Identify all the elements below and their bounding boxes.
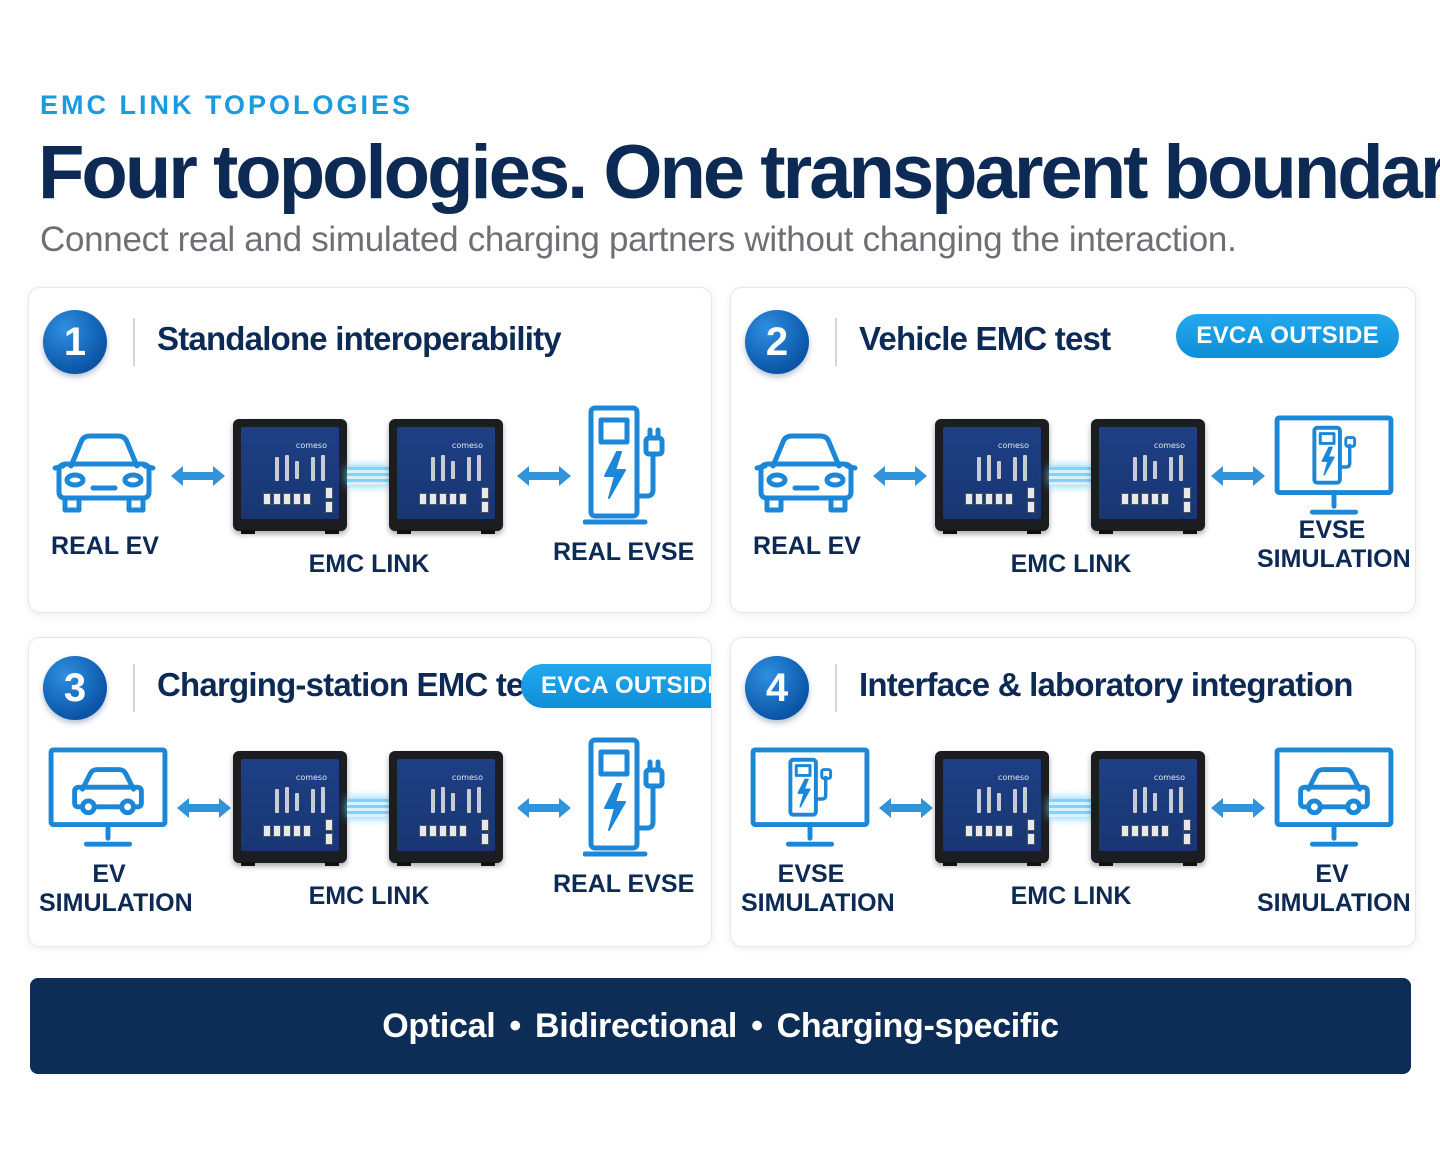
card-number-badge: 4 [745,656,809,720]
bidirectional-arrow-icon [1209,795,1267,826]
card-header-divider [835,318,837,366]
device-brand-label: comeso [295,441,327,450]
charging-station-icon [582,404,673,533]
emc-link-device: comeso [935,751,1049,866]
right-endpoint-label-line: REAL EVSE [553,538,695,566]
car-icon [49,430,159,521]
monitor-car-icon [47,746,169,857]
footer-separator: • [509,1006,522,1045]
page-title: Four topologies. One transparent boundar… [38,130,1440,215]
right-endpoint-label-line: REAL EVSE [553,870,695,898]
emc-link-label: EMC LINK [1010,882,1132,910]
evca-outside-badge: EVCA OUTSIDE [1176,314,1399,358]
evca-outside-badge: EVCA OUTSIDE [521,664,711,708]
footer-item-charging-specific: Charging-specific [776,1006,1059,1045]
monitor-charger-icon [1273,414,1395,525]
left-endpoint-label: REAL EV [747,532,867,561]
right-endpoint-label-line: EVSE [1298,516,1366,544]
page-subtitle: Connect real and simulated charging part… [40,220,1237,259]
bidirectional-arrow-icon [515,795,573,826]
emc-link-device: comeso [1091,751,1205,866]
monitor-car-icon [1273,746,1395,857]
card-title: Charging-station EMC test [157,666,552,703]
card-number-badge: 3 [43,656,107,720]
left-endpoint-label-line: SIMULATION [39,889,193,917]
optical-link-beam [1049,467,1091,485]
optical-link-beam [347,467,389,485]
left-endpoint-label-line: SIMULATION [741,889,895,917]
right-endpoint-label: REAL EVSE [553,538,695,567]
card-header-divider [835,664,837,712]
emc-link-device: comeso [389,419,503,534]
topology-card-4: 4 Interface & laboratory integration comes… [730,637,1416,947]
emc-link-label: EMC LINK [308,550,430,578]
car-icon [751,430,861,521]
bidirectional-arrow-icon [871,463,929,494]
footer-banner: Optical • Bidirectional • Charging-speci… [30,978,1411,1074]
device-brand-label: comeso [1153,773,1185,782]
left-endpoint-label: REAL EV [45,532,165,561]
bidirectional-arrow-icon [1209,463,1267,494]
topology-card-1: 1 Standalone interoperability comeso comeso… [28,287,712,613]
bidirectional-arrow-icon [175,795,233,826]
right-endpoint-label-line: SIMULATION [1257,889,1411,917]
card-header-divider [133,664,135,712]
eyebrow-label: EMC LINK TOPOLOGIES [40,90,414,120]
device-brand-label: comeso [997,441,1029,450]
footer-item-optical: Optical [382,1006,496,1045]
card-number-badge: 2 [745,310,809,374]
bidirectional-arrow-icon [169,463,227,494]
left-endpoint-label-line: EVSE [777,860,845,888]
emc-link-label: EMC LINK [308,882,430,910]
emc-link-device: comeso [935,419,1049,534]
charging-station-icon [582,736,673,865]
card-header-divider [133,318,135,366]
device-brand-label: comeso [295,773,327,782]
emc-link-device: comeso [389,751,503,866]
optical-link-beam [347,799,389,817]
right-endpoint-label: REAL EVSE [553,870,695,899]
emc-link-device: comeso [233,751,347,866]
footer-separator: • [751,1006,763,1045]
card-title: Standalone interoperability [157,320,562,357]
right-endpoint-label-line: SIMULATION [1257,545,1411,573]
right-endpoint-label-line: EV [1315,860,1349,888]
device-brand-label: comeso [451,441,483,450]
emc-link-device: comeso [1091,419,1205,534]
emc-link-device: comeso [233,419,347,534]
topology-card-2: 2 Vehicle EMC test EVCA OUTSIDE comeso comes… [730,287,1416,613]
bidirectional-arrow-icon [515,463,573,494]
device-brand-label: comeso [1153,441,1185,450]
card-number-badge: 1 [43,310,107,374]
device-brand-label: comeso [451,773,483,782]
left-endpoint-label-line: EV [92,860,126,888]
card-title: Vehicle EMC test [859,320,1111,357]
monitor-charger-icon [749,746,871,857]
left-endpoint-label-line: REAL EV [753,532,861,560]
optical-link-beam [1049,799,1091,817]
footer-item-bidirectional: Bidirectional [535,1006,738,1045]
emc-link-label: EMC LINK [1010,550,1132,578]
card-title: Interface & laboratory integration [859,666,1353,703]
device-brand-label: comeso [997,773,1029,782]
bidirectional-arrow-icon [877,795,935,826]
left-endpoint-label-line: REAL EV [51,532,159,560]
